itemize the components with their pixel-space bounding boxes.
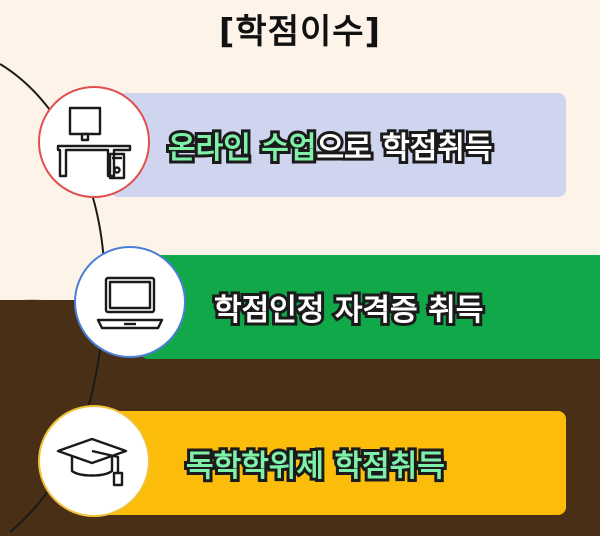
laptop-icon <box>96 276 164 330</box>
desktop-computer-icon <box>56 106 132 180</box>
page-title: [학점이수] <box>218 12 382 52</box>
icon-circle <box>38 405 150 517</box>
card-label: 독학학위제 학점취득 <box>183 446 448 487</box>
card-online-class: 온라인 수업으로 학점취득 <box>110 93 566 197</box>
icon-circle <box>38 86 150 198</box>
card-self-study-degree: 독학학위제 학점취득 <box>100 411 566 515</box>
card-label-highlight: 온라인 수업 <box>165 128 319 169</box>
icon-circle <box>74 246 186 358</box>
card-label-rest: 으로 학점취득 <box>313 128 495 169</box>
card-label: 온라인 수업으로 학점취득 <box>165 123 496 169</box>
card-certificate: 학점인정 자격증 취득 <box>140 255 600 359</box>
card-label: 학점인정 자격증 취득 <box>211 290 486 331</box>
graduation-cap-icon <box>56 437 128 487</box>
